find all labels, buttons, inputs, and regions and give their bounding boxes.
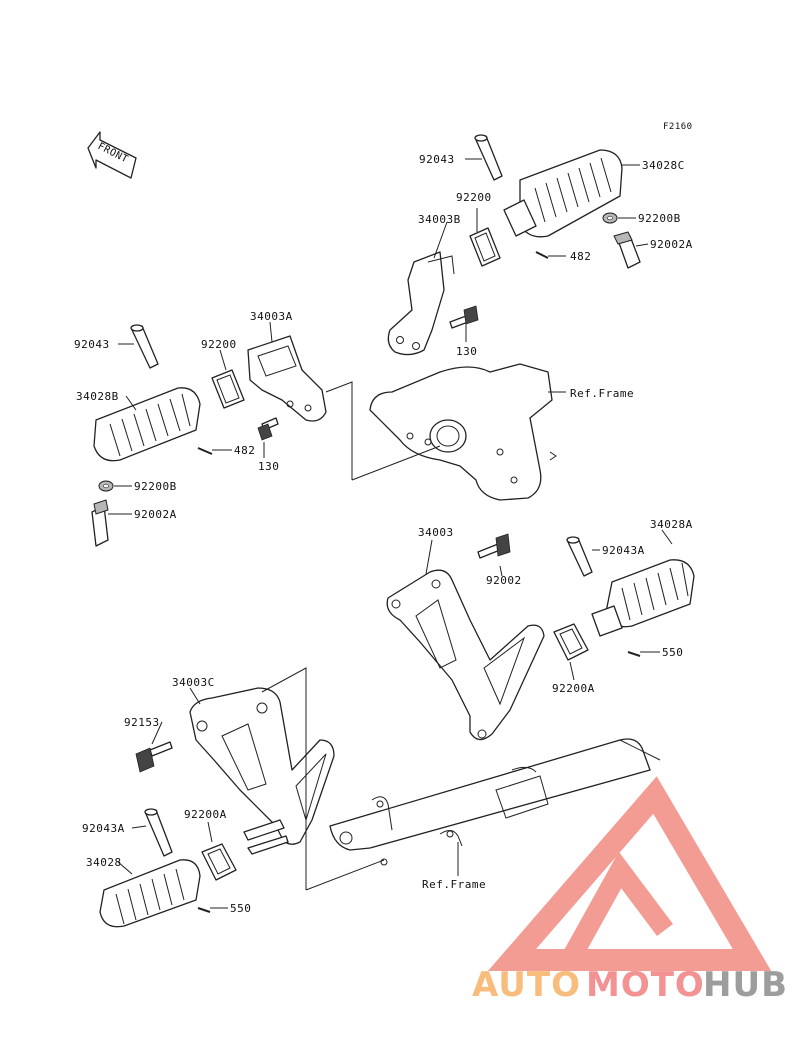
label-92200A-right: 92200A bbox=[552, 682, 595, 695]
figure-code: F2160 bbox=[663, 122, 693, 132]
label-ref-frame-top: Ref.Frame bbox=[570, 387, 634, 400]
cotter-pin-550-right bbox=[627, 651, 641, 657]
cotter-pin-550-left bbox=[197, 907, 211, 913]
label-34028B: 34028B bbox=[76, 390, 119, 403]
automotohub-watermark: AUTO MOTO HUB bbox=[472, 776, 788, 1005]
label-92002A-left: 92002A bbox=[134, 508, 177, 521]
spacer-92200A-right bbox=[553, 623, 589, 661]
label-482-left: 482 bbox=[234, 444, 255, 457]
label-92002A-top: 92002A bbox=[650, 238, 693, 251]
label-34003B: 34003B bbox=[418, 213, 461, 226]
bracket-34003B bbox=[387, 251, 455, 356]
label-130-left: 130 bbox=[258, 460, 279, 473]
label-92200B-left: 92200B bbox=[134, 480, 177, 493]
spacer-92200-top bbox=[469, 227, 501, 267]
label-92043-left: 92043 bbox=[74, 338, 110, 351]
watermark-hub: HUB bbox=[703, 965, 788, 1005]
watermark-auto: AUTO bbox=[472, 965, 581, 1005]
label-34028: 34028 bbox=[86, 856, 122, 869]
label-92200-top: 92200 bbox=[456, 191, 492, 204]
leader-lines bbox=[108, 158, 673, 909]
footpeg-34028A bbox=[591, 559, 695, 637]
label-92043A-right: 92043A bbox=[602, 544, 645, 557]
bolt-92002A-left bbox=[91, 499, 109, 547]
spacer-92200A-left bbox=[201, 843, 237, 881]
pin-92043-left bbox=[130, 324, 159, 369]
label-130-top: 130 bbox=[456, 345, 477, 358]
cotter-pin-482-top bbox=[535, 251, 549, 259]
label-92200A-left: 92200A bbox=[184, 808, 227, 821]
label-550-right: 550 bbox=[662, 646, 683, 659]
label-550-left: 550 bbox=[230, 902, 251, 915]
front-arrow-icon: FRONT bbox=[87, 131, 137, 179]
bolt-92002A-top bbox=[613, 231, 641, 269]
label-92043A-left: 92043A bbox=[82, 822, 125, 835]
frame-top bbox=[369, 363, 557, 501]
footpeg-34028B bbox=[93, 387, 201, 462]
bolt-92153 bbox=[135, 741, 173, 773]
bracket-34003A bbox=[247, 335, 327, 422]
label-34028C: 34028C bbox=[642, 159, 685, 172]
washer-92200B-left bbox=[98, 480, 114, 492]
label-34003C: 34003C bbox=[172, 676, 215, 689]
label-92153: 92153 bbox=[124, 716, 160, 729]
label-482-top: 482 bbox=[570, 250, 591, 263]
label-92200-left: 92200 bbox=[201, 338, 237, 351]
pin-92043A-left bbox=[144, 808, 173, 857]
label-34028A: 34028A bbox=[650, 518, 693, 531]
spacer-92200-left bbox=[211, 369, 245, 409]
label-92200B-top: 92200B bbox=[638, 212, 681, 225]
bolt-92002 bbox=[477, 533, 511, 559]
bolt-pair-bottom bbox=[243, 819, 289, 855]
label-34003: 34003 bbox=[418, 526, 454, 539]
pin-92043A-right bbox=[566, 536, 593, 577]
bolt-130-top bbox=[449, 305, 479, 329]
label-ref-frame-bottom: Ref.Frame bbox=[422, 878, 486, 891]
footpeg-34028 bbox=[99, 859, 201, 928]
label-92002: 92002 bbox=[486, 574, 522, 587]
bolt-130-left bbox=[257, 417, 279, 441]
bracket-34003 bbox=[386, 569, 545, 741]
label-92043-top: 92043 bbox=[419, 153, 455, 166]
pin-92043-top bbox=[474, 134, 503, 181]
frame-bottom bbox=[329, 738, 661, 866]
footpeg-34028C bbox=[503, 149, 623, 238]
washer-92200B-top bbox=[602, 212, 618, 224]
watermark-moto: MOTO bbox=[586, 965, 705, 1005]
label-34003A: 34003A bbox=[250, 310, 293, 323]
cotter-pin-482-left bbox=[197, 447, 213, 455]
